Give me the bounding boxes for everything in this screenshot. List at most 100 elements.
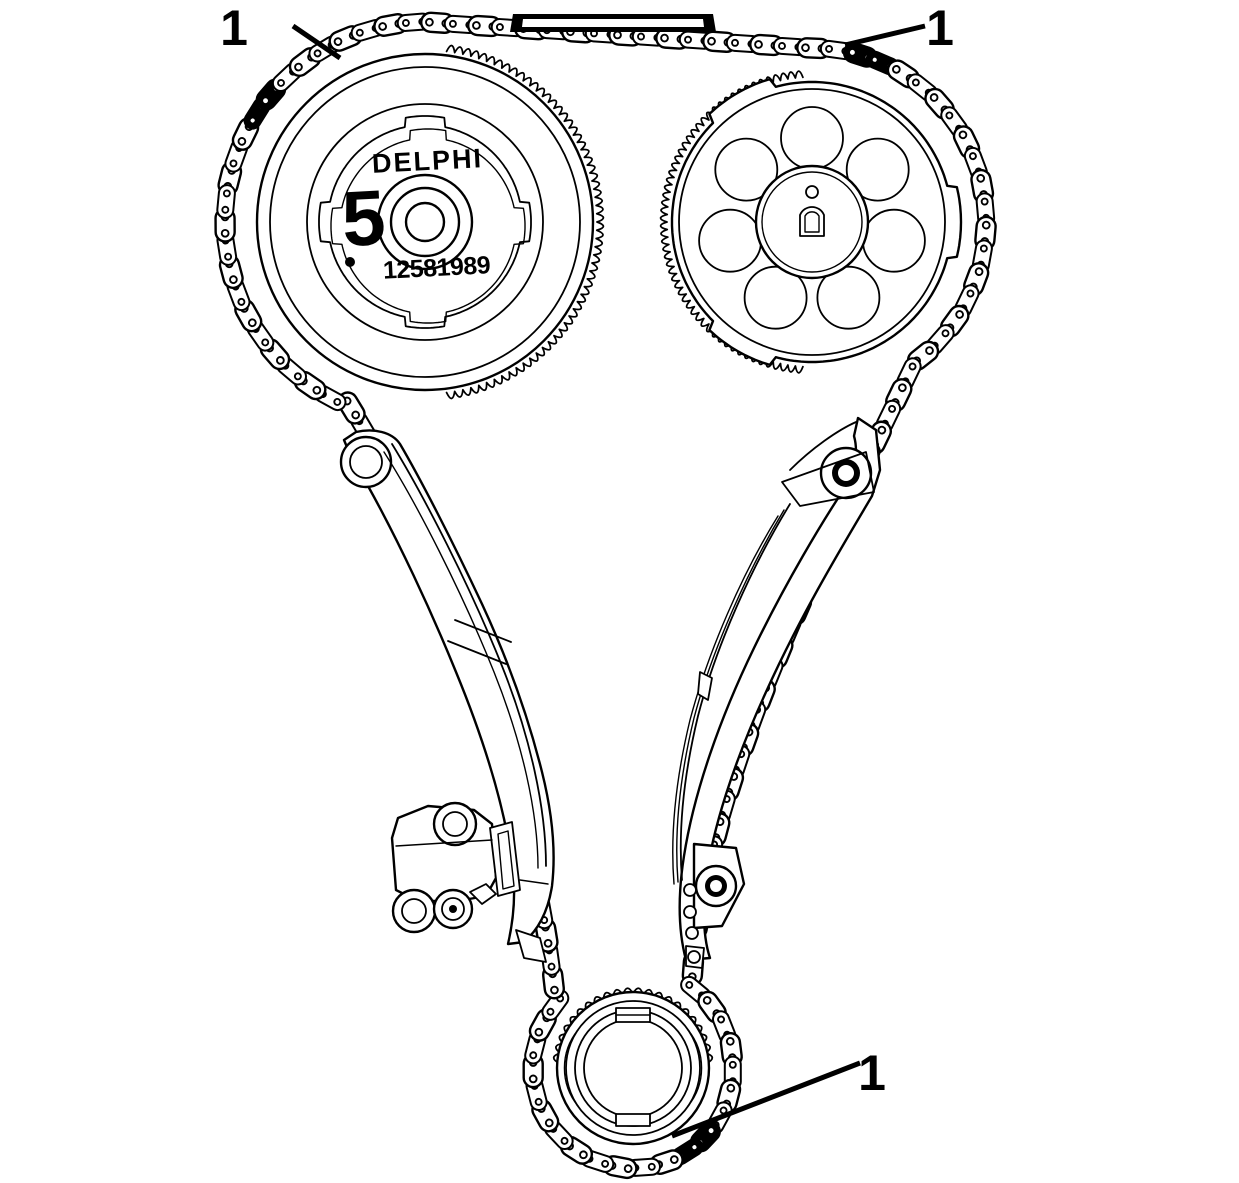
chain-pin xyxy=(955,310,964,319)
chain-pin xyxy=(870,55,879,64)
right-guide-face-line-1 xyxy=(679,503,791,881)
chain-pin xyxy=(333,37,343,46)
sprocket-web-circle xyxy=(306,103,544,341)
chain-pin xyxy=(647,1162,656,1171)
chain-pin xyxy=(261,338,270,347)
tensioner-push-rod-inner xyxy=(497,830,515,890)
chain-pin xyxy=(277,78,285,87)
chain-pin xyxy=(351,410,361,420)
chain-pin xyxy=(546,1007,555,1016)
chain-pin xyxy=(825,44,834,53)
right-guide-rivet-1 xyxy=(683,883,697,897)
upper-guide-channel xyxy=(522,19,704,27)
center-bore-inner xyxy=(404,201,446,243)
chain-pin xyxy=(707,36,716,46)
tensioner-body-line xyxy=(395,839,493,847)
chain-pin xyxy=(221,205,230,214)
crankshaft-sprocket xyxy=(552,987,714,1146)
chain-pin xyxy=(892,65,901,74)
lightening-hole xyxy=(862,208,926,273)
right-guide-retention-tab xyxy=(697,671,713,701)
lightening-hole xyxy=(743,265,808,330)
lightening-holes xyxy=(698,106,926,330)
chain-pin xyxy=(801,43,810,53)
chain-pin xyxy=(237,297,246,306)
right-guide-rivet-2 xyxy=(683,905,697,919)
chain-pin xyxy=(543,938,553,948)
chain-pin xyxy=(702,996,712,1005)
chain-pin xyxy=(355,28,364,37)
chain-pin xyxy=(378,22,387,31)
chain-pin xyxy=(448,19,457,28)
chain-pin xyxy=(669,1155,679,1164)
tensioner-plunger-center xyxy=(449,905,457,913)
chain-pin xyxy=(261,96,270,106)
right-sprocket-rim-inner-line xyxy=(678,88,946,356)
chain-link xyxy=(216,184,236,219)
callout-1-bottom: 1 xyxy=(858,1045,886,1101)
right-guide-rivet-3 xyxy=(685,926,699,940)
left-shoe-face-line-1 xyxy=(391,443,547,867)
sprocket-brand-text: DELPHI xyxy=(371,143,483,179)
chain-pin xyxy=(529,1051,538,1060)
chain-pin xyxy=(685,981,694,989)
lightening-hole xyxy=(845,137,910,202)
chain-pin xyxy=(945,111,954,120)
chain-pin xyxy=(276,356,285,365)
right-fixed-chain-guide xyxy=(672,416,882,969)
chain-pin xyxy=(534,1027,544,1037)
chain-pin xyxy=(974,267,984,276)
chain-pin xyxy=(976,173,986,183)
chain-pin xyxy=(979,244,988,253)
chain-pin xyxy=(294,62,303,72)
left-shoe-pivot-bore xyxy=(349,445,383,479)
tensioner-plunger-mid xyxy=(441,897,465,921)
chain-pin xyxy=(534,1097,543,1106)
lightening-hole xyxy=(714,137,779,202)
right-guide-face-line-3 xyxy=(672,515,779,885)
lightening-hole xyxy=(780,106,844,170)
center-bore-middle xyxy=(389,186,461,258)
right-guide-face-line-2 xyxy=(676,509,785,883)
crank-chamfer-right xyxy=(687,1029,703,1107)
chain-pin xyxy=(690,1143,699,1152)
tensioner-mount-bore-lower xyxy=(401,898,427,924)
chain-pin xyxy=(728,1060,737,1069)
chain-pin xyxy=(547,962,556,971)
chain-pin xyxy=(528,1074,538,1084)
chain-pin xyxy=(579,1150,588,1160)
chain-pin xyxy=(731,38,739,47)
chain-pin xyxy=(333,398,342,406)
chain-pin xyxy=(229,275,238,284)
chain-pin xyxy=(224,252,233,261)
chain-pin xyxy=(706,1126,716,1135)
chain-pin xyxy=(248,116,257,125)
keyway-slot-inner xyxy=(804,211,820,233)
right-sprocket-teeth xyxy=(659,70,804,374)
chain-pin xyxy=(425,17,434,27)
chain-pin xyxy=(684,35,692,44)
sprocket-numeral-text: 5 xyxy=(340,173,388,263)
crank-bore xyxy=(583,1018,683,1118)
chain-pin xyxy=(725,1037,735,1046)
chain-pin xyxy=(888,404,897,413)
callout-1-right: 1 xyxy=(926,0,954,56)
left-shoe-face-line-2 xyxy=(383,451,539,869)
chain-pin xyxy=(237,137,247,146)
chain-pin xyxy=(637,32,645,41)
tensioner-mount-bore-upper xyxy=(442,811,468,837)
chain-pin xyxy=(401,18,410,27)
chain-pin xyxy=(966,289,975,298)
right-guide-mount-hole xyxy=(710,880,722,892)
right-guide-top-edge xyxy=(789,421,857,471)
upper-chain-guide xyxy=(510,14,716,32)
chain-pin xyxy=(613,30,622,40)
chain-pin xyxy=(958,130,968,140)
hydraulic-tensioner xyxy=(390,801,521,934)
right-guide-foot-hole xyxy=(687,950,701,964)
chain-pin xyxy=(754,40,763,49)
chain-pin xyxy=(495,23,504,32)
callout-1-right-leader-line xyxy=(844,23,926,48)
